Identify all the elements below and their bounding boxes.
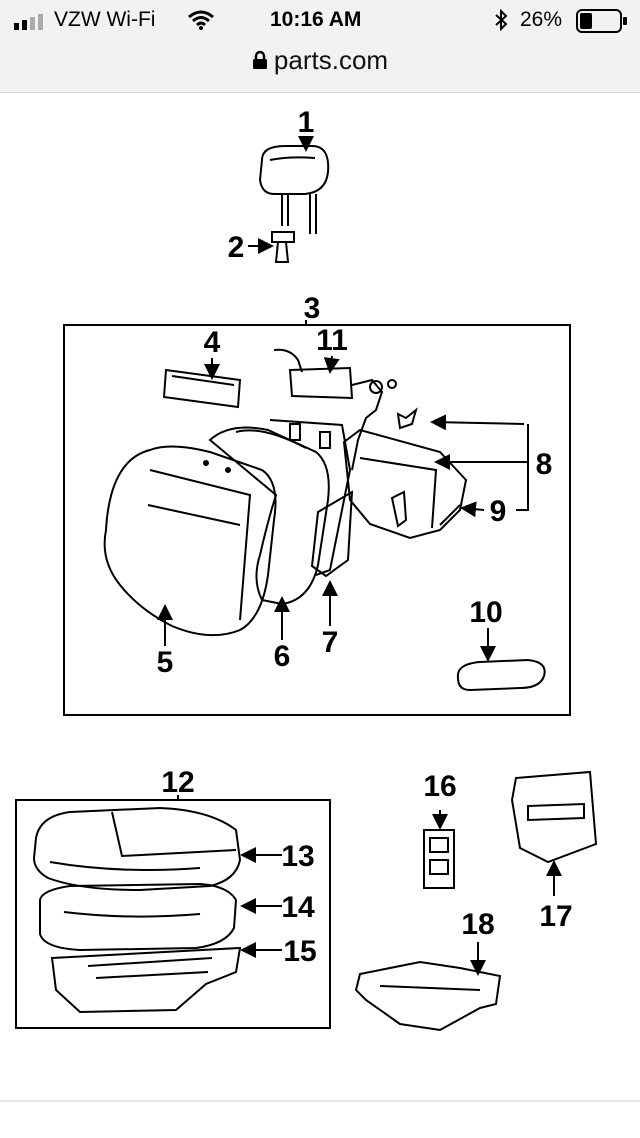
callout-3[interactable]: 3 bbox=[304, 292, 321, 325]
callout-15[interactable]: 15 bbox=[283, 935, 316, 968]
carrier-label: VZW Wi-Fi bbox=[54, 8, 156, 31]
seat-parts-diagram[interactable]: 1 2 3 4 5 6 7 8 9 10 11 12 13 14 15 16 1… bbox=[0, 92, 640, 1102]
lock-icon bbox=[252, 50, 267, 69]
clock: 10:16 AM bbox=[270, 8, 362, 31]
url-text: parts.com bbox=[273, 45, 389, 75]
callout-12[interactable]: 12 bbox=[161, 766, 194, 799]
callout-4[interactable]: 4 bbox=[204, 326, 221, 359]
bottom-toolbar bbox=[0, 1100, 640, 1138]
callout-5[interactable]: 5 bbox=[157, 646, 174, 679]
battery-icon bbox=[576, 9, 627, 33]
url-display[interactable]: parts.com bbox=[0, 45, 640, 76]
callout-10[interactable]: 10 bbox=[469, 596, 502, 629]
callout-17[interactable]: 17 bbox=[539, 900, 572, 933]
callout-7[interactable]: 7 bbox=[322, 626, 339, 659]
callout-1[interactable]: 1 bbox=[298, 106, 315, 139]
callout-8[interactable]: 8 bbox=[536, 448, 553, 481]
battery-percent: 26% bbox=[520, 8, 563, 31]
callout-14[interactable]: 14 bbox=[281, 891, 315, 924]
wifi-icon bbox=[188, 10, 214, 30]
callout-11[interactable]: 11 bbox=[316, 324, 348, 357]
bluetooth-icon bbox=[495, 9, 508, 31]
callout-13[interactable]: 13 bbox=[281, 840, 314, 873]
callout-6[interactable]: 6 bbox=[274, 640, 291, 673]
callout-16[interactable]: 16 bbox=[423, 770, 456, 803]
signal-bars-icon bbox=[14, 14, 43, 30]
address-bar[interactable]: parts.com bbox=[0, 40, 640, 93]
callout-18[interactable]: 18 bbox=[461, 908, 494, 941]
callout-9[interactable]: 9 bbox=[490, 495, 507, 528]
callout-2[interactable]: 2 bbox=[228, 231, 245, 264]
status-bar: VZW Wi-Fi 10:16 AM 26% bbox=[0, 0, 640, 40]
